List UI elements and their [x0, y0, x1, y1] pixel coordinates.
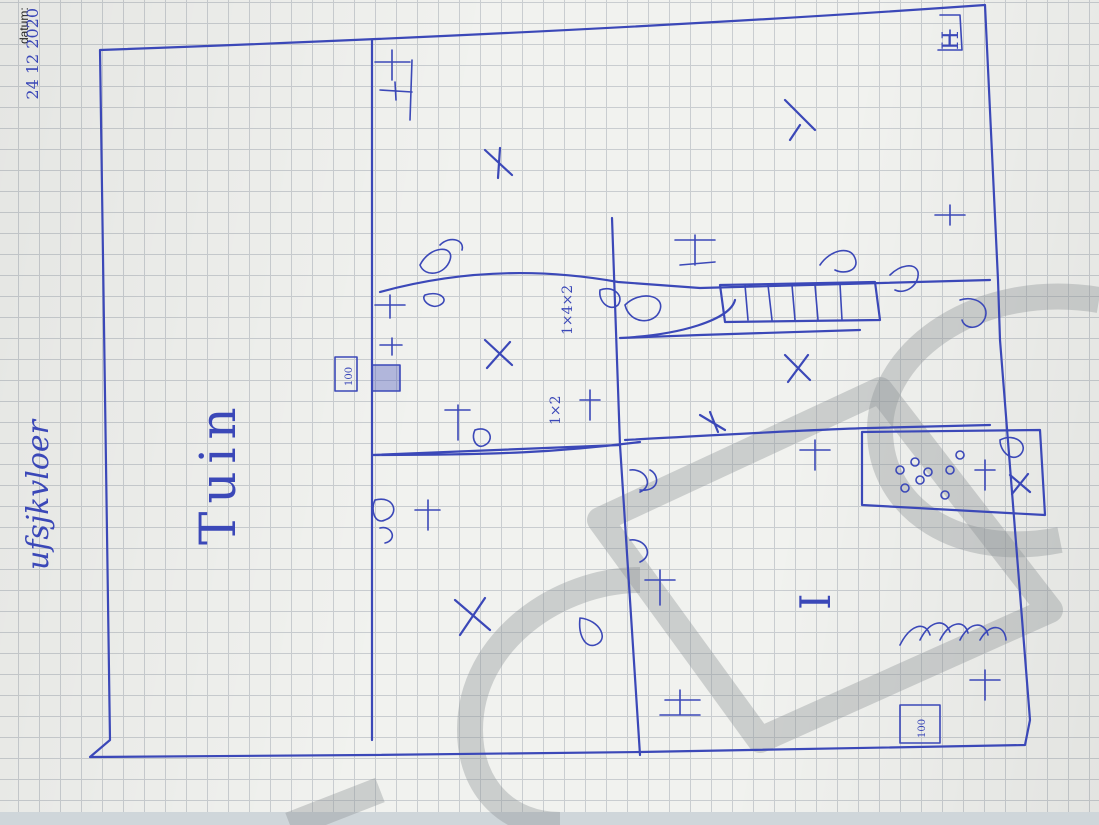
wall-mid	[610, 216, 992, 757]
furniture-symbols	[374, 14, 1001, 716]
desk-edge	[0, 812, 1099, 825]
box-label-1: 100	[344, 367, 355, 386]
measure-2: 1×4×2	[560, 285, 576, 335]
wall-upper	[378, 272, 992, 294]
box-label-2: 100	[917, 719, 928, 738]
measure-1: 1×2	[548, 395, 564, 425]
stove-dots	[895, 450, 965, 500]
garden-boundary	[88, 3, 1032, 759]
x-marks	[453, 98, 1032, 637]
kitchen-block	[860, 428, 1047, 517]
stairs	[718, 280, 882, 324]
sketch-title: Tuin	[189, 399, 247, 545]
corner-label: H	[939, 31, 964, 50]
date-label: datum:	[17, 7, 31, 44]
small-boxes	[334, 356, 941, 744]
room-label: I	[791, 593, 840, 610]
date-value: 24 12 2020	[23, 8, 42, 100]
side-note: ufsjkvloer	[21, 418, 56, 570]
chair-symbols	[372, 238, 1024, 647]
wall-corridor	[618, 298, 862, 340]
watermark-logo	[285, 283, 1099, 825]
